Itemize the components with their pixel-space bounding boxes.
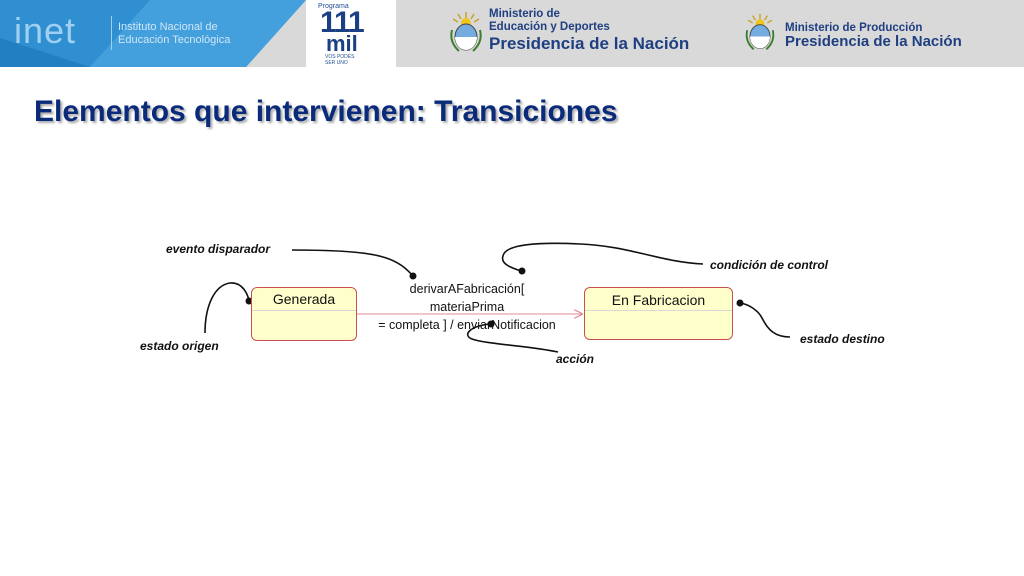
state-origin-divider xyxy=(252,310,356,311)
programa-word: mil xyxy=(326,31,358,56)
escudo-nacional-icon xyxy=(450,12,482,52)
accion-connector xyxy=(466,323,559,353)
escudo-nacional-icon-2 xyxy=(745,13,775,50)
destino-dot xyxy=(736,299,744,307)
ministerio-educacion-line1: Ministerio de xyxy=(489,8,560,20)
state-destination-name: En Fabricacion xyxy=(611,292,706,308)
programa-tagline: VOS PODÉS SER UNO xyxy=(325,54,354,66)
condicion-dot xyxy=(518,267,526,275)
transition-label-line1: derivarAFabricación[ materiaPrima xyxy=(409,282,525,314)
programa-tag-line2: SER UNO xyxy=(325,60,348,66)
inet-logo: inet xyxy=(14,10,77,51)
annotation-estado-origen: estado origen xyxy=(140,339,219,353)
state-origin-name: Generada xyxy=(272,291,336,307)
state-origin[interactable]: Generada xyxy=(251,287,357,341)
annotation-estado-destino: estado destino xyxy=(800,332,885,346)
state-destination[interactable]: En Fabricacion xyxy=(584,287,733,340)
evento-dot xyxy=(409,272,417,280)
programa-tag-line1: VOS PODÉS xyxy=(325,54,355,60)
transition-label[interactable]: derivarAFabricación[ materiaPrima = comp… xyxy=(372,280,562,334)
ministerio-produccion-line1: Ministerio de Producción xyxy=(785,22,923,34)
inet-divider xyxy=(111,16,112,50)
inet-line1: Instituto Nacional de xyxy=(118,21,218,33)
inet-name: Instituto Nacional de Educación Tecnológ… xyxy=(118,21,230,47)
programa-number: 111 xyxy=(320,6,365,39)
state-destination-divider xyxy=(585,310,732,311)
origen-dot xyxy=(245,297,253,305)
evento-connector xyxy=(291,249,413,276)
transition-label-line2: = completa ] / enviarNotificacion xyxy=(378,318,556,332)
ministerio-produccion-line2: Presidencia de la Nación xyxy=(785,33,962,50)
programa-label: Programa xyxy=(318,3,349,10)
programa-111-logo xyxy=(306,0,396,67)
annotation-condicion-de-control: condición de control xyxy=(710,258,829,272)
banner-blue-shape xyxy=(0,0,306,67)
annotation-accion: acción xyxy=(556,352,595,366)
origen-connector xyxy=(204,282,250,334)
header-banner: inet Instituto Nacional de Educación Tec… xyxy=(0,0,1024,67)
destino-connector xyxy=(739,302,791,338)
slide-title: Elementos que intervienen: Transiciones xyxy=(34,95,618,128)
inet-line2: Educación Tecnológica xyxy=(118,34,231,46)
condicion-connector xyxy=(501,242,704,272)
annotation-evento-disparador: evento disparador xyxy=(166,242,271,256)
ministerio-educacion-line3: Presidencia de la Nación xyxy=(489,34,690,53)
ministerio-educacion-line2: Educación y Deportes xyxy=(489,21,610,33)
accion-dot xyxy=(487,320,495,328)
